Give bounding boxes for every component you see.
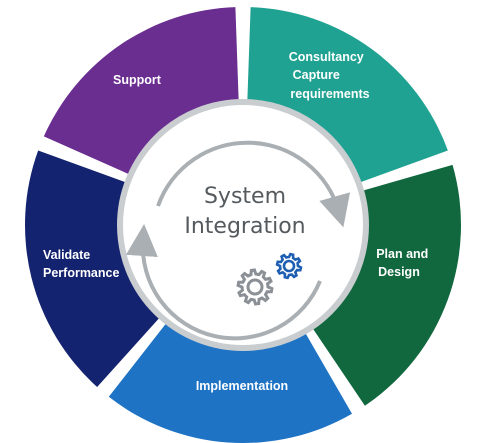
segment-label-implementation: Implementation	[196, 379, 288, 393]
gear-icon-outline	[275, 252, 303, 280]
gear-icon-outline	[236, 268, 274, 306]
center-title-line-1: System	[204, 184, 286, 209]
segment-label-validate-performance: Validate Performance	[43, 248, 119, 280]
segment-support	[43, 7, 240, 181]
gear-icon-hub	[282, 259, 296, 273]
cycle-arrows-icon	[156, 140, 351, 228]
segment-labels: Consultancy Capture requirements Plan an…	[43, 50, 432, 393]
segment-label-consultancy: Consultancy Capture requirements	[289, 50, 370, 101]
segment-label-plan-and-design: Plan and Design	[376, 247, 432, 279]
segment-consultancy	[246, 7, 448, 188]
center-title-line-2: Integration	[184, 214, 305, 239]
gear-icon	[236, 268, 274, 306]
gear-icon-hub	[246, 278, 264, 296]
cycle-ring	[24, 7, 461, 443]
center-hub: System Integration	[117, 99, 369, 351]
segment-label-support: Support	[113, 73, 162, 87]
segment-implementation	[108, 311, 352, 443]
segment-plan-and-design	[304, 164, 461, 406]
cycle-arrows-icon	[125, 224, 322, 341]
gear-icon	[275, 252, 303, 280]
